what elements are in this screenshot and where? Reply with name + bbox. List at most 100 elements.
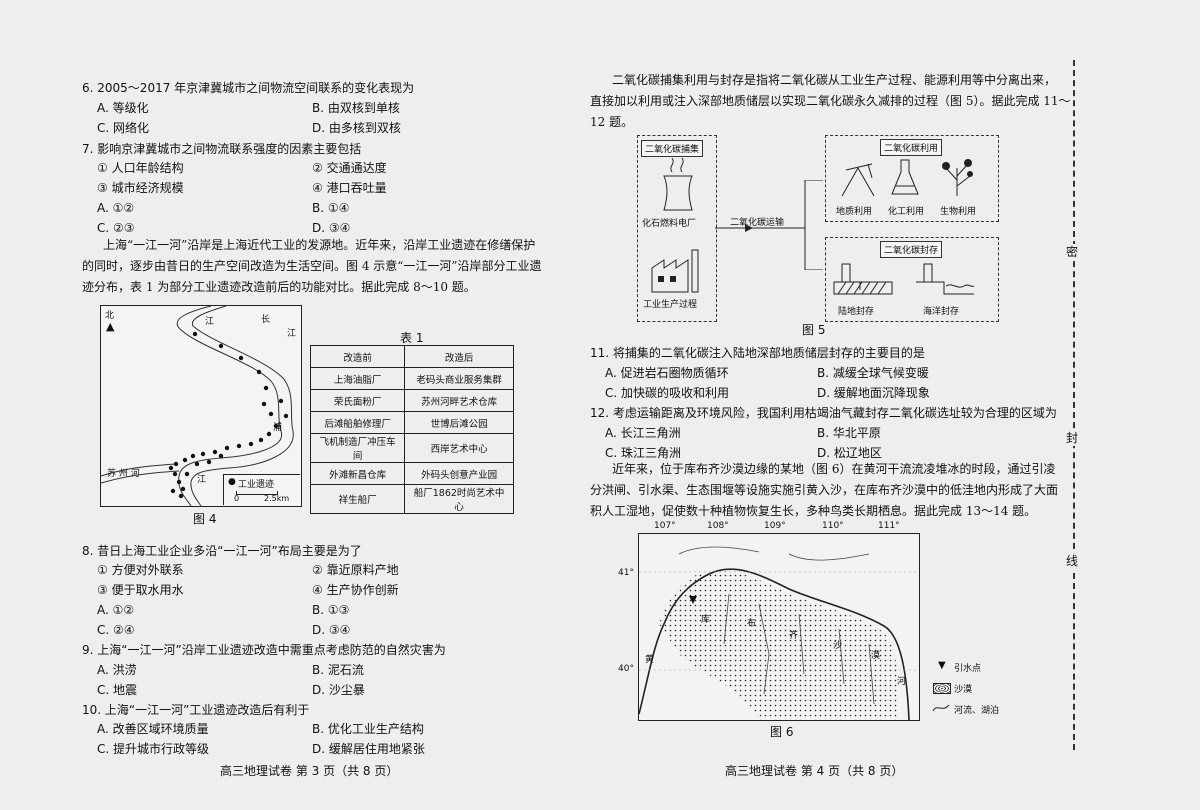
question-stem: 7. 影响京津冀城市之间物流联系强度的因素主要包括 bbox=[82, 142, 362, 156]
option-b: B. 由双核到单核 bbox=[312, 101, 400, 115]
scale-label: 0 bbox=[234, 494, 240, 503]
transport-label: 二氧化碳运输 bbox=[730, 218, 785, 228]
scale-bar bbox=[236, 491, 278, 495]
passage-line: 积人工湿地，促使数十种植物恢复生长，多种鸟类长期栖息。据此完成 13～14 题。 bbox=[590, 504, 1037, 518]
desert-label: 漠 bbox=[871, 651, 881, 661]
option-a: A. ①② bbox=[97, 603, 135, 617]
legend-label: 沙漠 bbox=[954, 685, 973, 695]
option-b: B. ①④ bbox=[312, 201, 350, 215]
utilization-box bbox=[825, 135, 999, 222]
map-drawing bbox=[639, 546, 919, 720]
legend-label: 引水点 bbox=[954, 664, 982, 674]
passage-line: 分洪闸、引水渠、生态围堰等设施实施引黄入沙，在库布齐沙漠中的低洼地内形成了大面 bbox=[590, 483, 1059, 497]
option-d: D. 缓解地面沉降现象 bbox=[817, 386, 930, 400]
river-label: 长 bbox=[261, 315, 271, 325]
option-b: B. 减缓全球气候变暖 bbox=[817, 366, 929, 380]
table-cell: 西岸艺术中心 bbox=[404, 433, 514, 463]
passage-line: 直接加以利用或注入深部地质储层以实现二氧化碳永久减排的过程（图 5）。据此完成 … bbox=[590, 94, 1071, 108]
longitude-label: 111° bbox=[878, 521, 900, 531]
desert-label: 齐 bbox=[789, 631, 799, 641]
option-d: D. ③④ bbox=[312, 221, 351, 235]
desert-label: 库 bbox=[701, 615, 711, 625]
factory-icon bbox=[651, 249, 699, 293]
river-label: 江 bbox=[197, 475, 207, 485]
table-cell: 上海油脂厂 bbox=[309, 367, 406, 390]
legend-label: 工业遗迹 bbox=[238, 480, 275, 490]
table-cell: 老码头商业服务集群 bbox=[404, 367, 514, 390]
table-row: 飞机制造厂冲压车间西岸艺术中心 bbox=[309, 433, 514, 463]
plant-icon bbox=[942, 159, 973, 196]
page-footer-left: 高三地理试卷 第 3 页（共 8 页） bbox=[220, 764, 399, 778]
river-label: 江 bbox=[205, 317, 215, 327]
capture-title: 二氧化碳捕集 bbox=[641, 140, 704, 157]
suzhou-creek-label: 苏 州 河 bbox=[107, 469, 140, 479]
item-1: ① 人口年龄结构 bbox=[97, 161, 184, 175]
table-1: 改造前 改造后 上海油脂厂老码头商业服务集群 荣氏面粉厂苏州河畔艺术仓库 后滩船… bbox=[309, 345, 514, 514]
item-2: ② 靠近原料产地 bbox=[312, 563, 399, 577]
longitude-label: 110° bbox=[822, 521, 844, 531]
bio-use-label: 生物利用 bbox=[940, 207, 977, 217]
latitude-label: 41° bbox=[618, 568, 634, 578]
option-c: C. 珠江三角洲 bbox=[605, 446, 682, 460]
table-row: 后滩船舶修理厂世博后滩公园 bbox=[309, 411, 514, 434]
item-1: ① 方便对外联系 bbox=[97, 563, 184, 577]
table-row: 祥生船厂船厂1862时尚艺术中心 bbox=[309, 484, 514, 514]
option-a: A. 长江三角洲 bbox=[605, 426, 681, 440]
table-row: 外滩新昌仓库外码头创意产业园 bbox=[309, 462, 514, 485]
table-cell: 外滩新昌仓库 bbox=[309, 462, 406, 485]
passage-line: 二氧化碳捕集利用与封存是指将二氧化碳从工业生产过程、能源利用等中分离出来， bbox=[612, 73, 1057, 87]
option-c: C. ②④ bbox=[97, 623, 135, 637]
table-row: 上海油脂厂老码头商业服务集群 bbox=[309, 367, 514, 390]
map-drawing bbox=[101, 306, 294, 506]
river-line-icon bbox=[932, 704, 950, 712]
option-c: C. 地震 bbox=[97, 683, 138, 697]
industry-label: 工业生产过程 bbox=[643, 300, 698, 310]
table-cell: 荣氏面粉厂 bbox=[309, 389, 406, 412]
item-3: ③ 城市经济规模 bbox=[97, 181, 184, 195]
option-c: C. 提升城市行政等级 bbox=[97, 742, 210, 756]
question-stem: 8. 昔日上海工业企业多沿“一江一河”布局主要是为了 bbox=[82, 544, 362, 558]
table-header: 改造前 bbox=[309, 345, 406, 368]
river-label: 浦 bbox=[273, 423, 283, 433]
plant-label: 化石燃料电厂 bbox=[642, 219, 697, 229]
chem-use-label: 化工利用 bbox=[888, 207, 925, 217]
option-c: C. 加快碳的吸收和利用 bbox=[605, 386, 730, 400]
cooling-tower-icon bbox=[663, 158, 693, 211]
utilization-title: 二氧化碳利用 bbox=[880, 139, 943, 156]
yellow-river-label: 河 bbox=[897, 677, 907, 687]
longitude-label: 109° bbox=[764, 521, 786, 531]
table-1-title: 表 1 bbox=[400, 331, 424, 345]
ocean-storage-icon bbox=[916, 263, 975, 295]
legend-dot-icon: ● bbox=[228, 477, 236, 487]
table-row: 荣氏面粉厂苏州河畔艺术仓库 bbox=[309, 389, 514, 412]
storage-title: 二氧化碳封存 bbox=[880, 241, 943, 258]
seal-mark: 线 bbox=[1066, 553, 1079, 569]
seal-line bbox=[1073, 60, 1075, 750]
flask-icon bbox=[891, 159, 919, 195]
geo-use-label: 地质利用 bbox=[836, 207, 873, 217]
option-a: A. ①② bbox=[97, 201, 135, 215]
yellow-river-label: 黄 bbox=[645, 655, 655, 665]
figure-5-caption: 图 5 bbox=[802, 323, 826, 337]
option-d: D. 缓解居住用地紧张 bbox=[312, 742, 425, 756]
desert-label: 沙 bbox=[833, 641, 843, 651]
table-cell: 外码头创意产业园 bbox=[404, 462, 514, 485]
option-a: A. 促进岩石圈物质循环 bbox=[605, 366, 729, 380]
item-3: ③ 便于取水用水 bbox=[97, 583, 184, 597]
passage-line: 12 题。 bbox=[590, 115, 634, 129]
item-4: ④ 港口吞吐量 bbox=[312, 181, 387, 195]
table-cell: 世博后滩公园 bbox=[404, 411, 514, 434]
table-cell: 苏州河畔艺术仓库 bbox=[404, 389, 514, 412]
figure-4-caption: 图 4 bbox=[193, 512, 217, 526]
land-storage-label: 陆地封存 bbox=[838, 307, 875, 317]
question-stem: 11. 将捕集的二氧化碳注入陆地深部地质储层封存的主要目的是 bbox=[590, 346, 925, 360]
latitude-label: 40° bbox=[618, 664, 634, 674]
page-footer-right: 高三地理试卷 第 4 页（共 8 页） bbox=[725, 764, 904, 778]
river-label: 江 bbox=[287, 329, 297, 339]
question-stem: 10. 上海“一江一河”工业遗迹改造后有利于 bbox=[82, 703, 310, 717]
question-stem: 12. 考虑运输距离及环境风险，我国利用枯竭油气藏封存二氧化碳选址较为合理的区域… bbox=[590, 406, 1057, 420]
option-b: B. 泥石流 bbox=[312, 663, 364, 677]
option-a: A. 等级化 bbox=[97, 101, 149, 115]
scale-label: 2.5km bbox=[264, 494, 290, 503]
